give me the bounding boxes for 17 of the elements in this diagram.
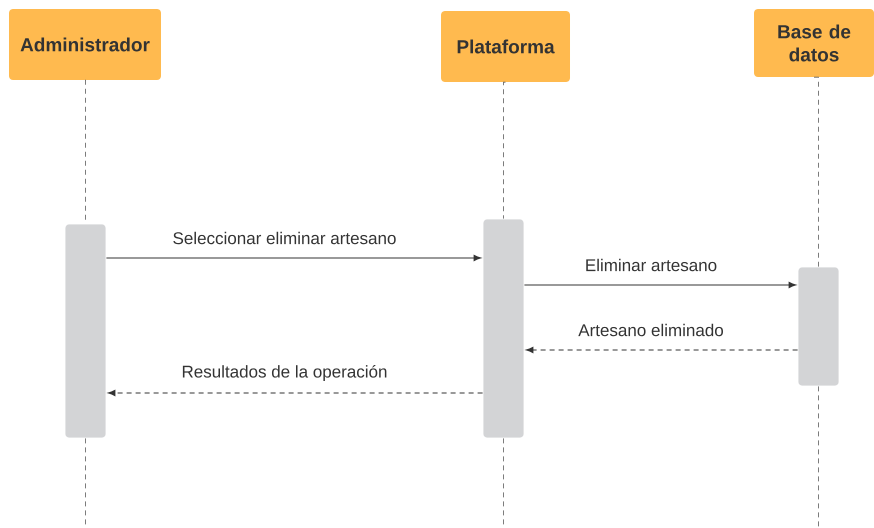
activation-bar [798,266,840,386]
message-arrow [524,282,796,288]
edge-label: Resultados de la operación [180,364,389,382]
edge-label: Artesano eliminado [577,322,725,338]
edge-label: Eliminar artesano [584,258,718,272]
actor-box: Base de datos [754,9,874,77]
edge-label: Seleccionar eliminar artesano [172,230,398,246]
activation-bar [482,218,524,438]
lifeline [814,76,819,267]
activation-bar [64,224,106,438]
message-arrow [108,390,484,396]
actor-box: Administrador [9,9,161,80]
lifeline [503,82,506,219]
lifeline [818,386,819,528]
message-arrow [526,346,798,354]
actor-box: Plataforma [441,11,570,82]
message-arrow [106,254,482,262]
